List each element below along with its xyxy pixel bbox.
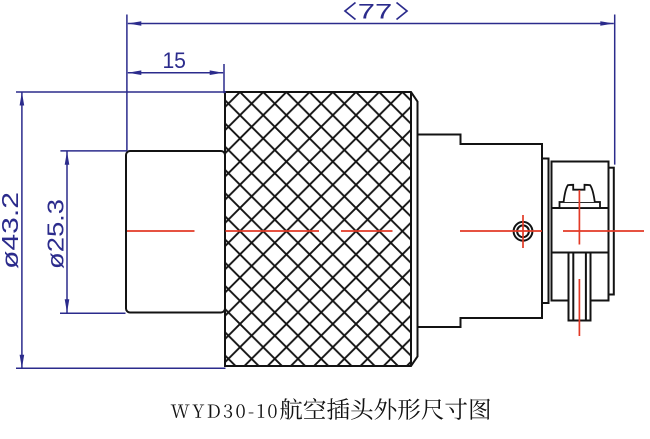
svg-text:15: 15 [162,48,186,73]
svg-text:77: 77 [358,0,393,23]
svg-text:ø43.2: ø43.2 [0,192,23,269]
svg-text:ø25.3: ø25.3 [43,199,69,269]
